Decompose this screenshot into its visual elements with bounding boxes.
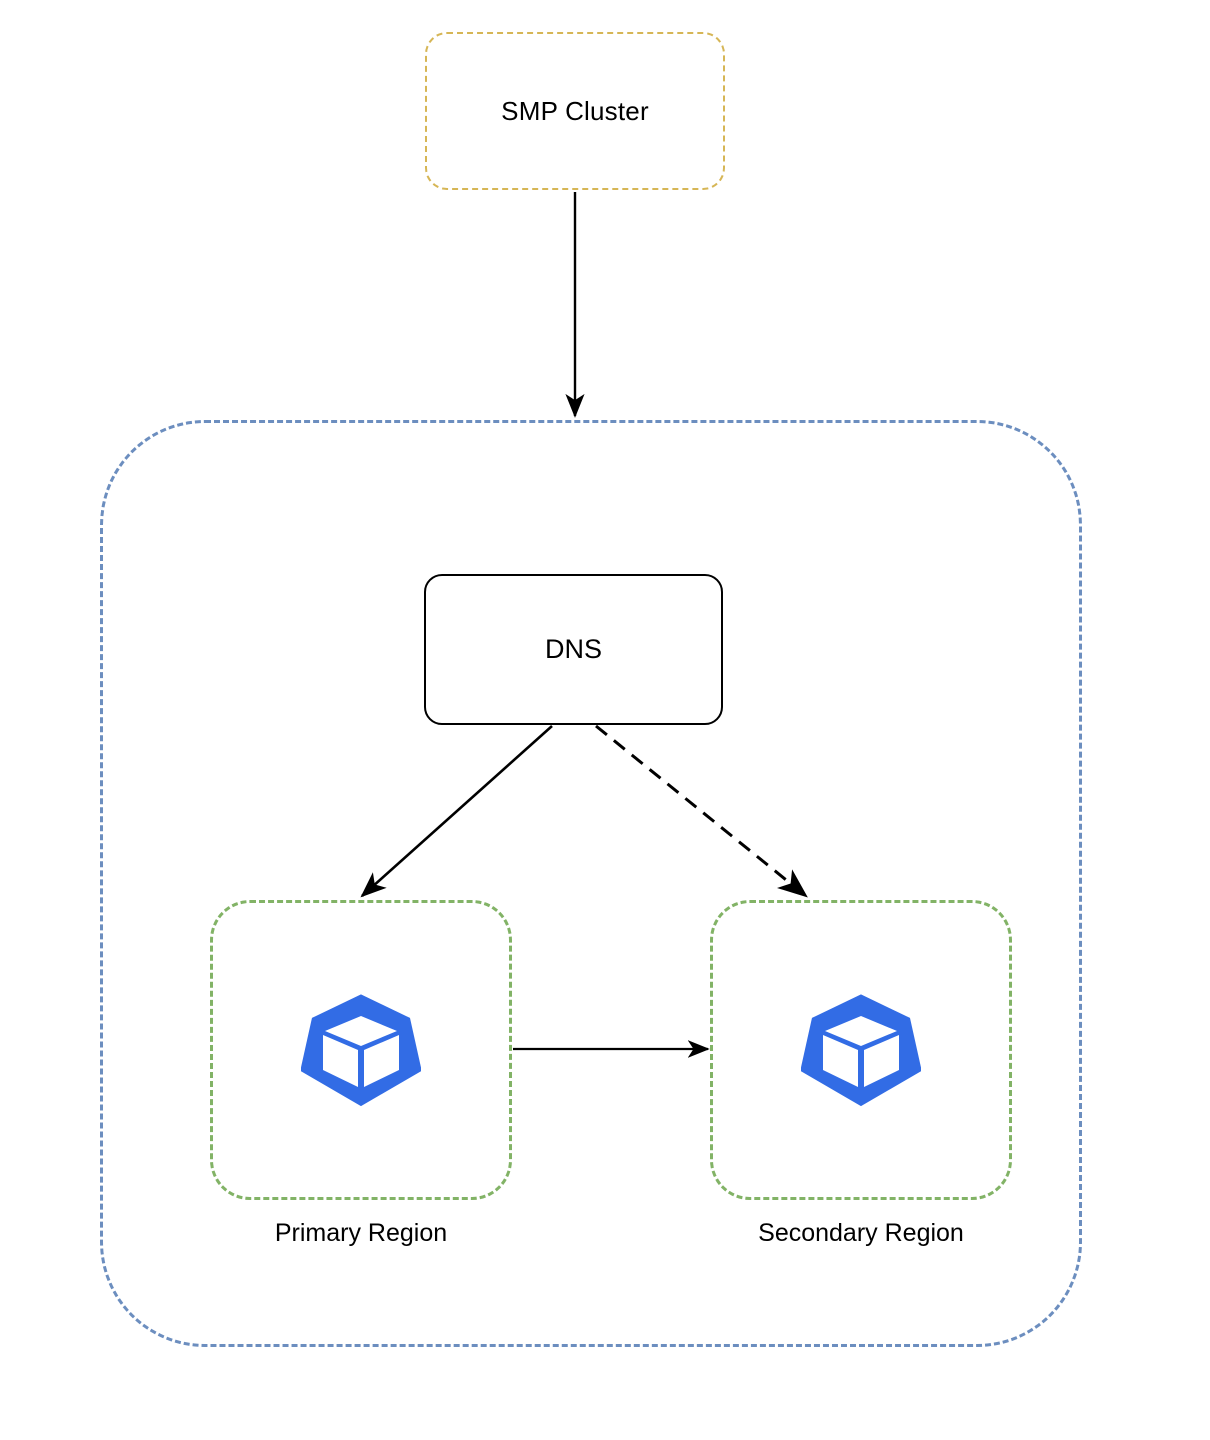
smp-cluster-node[interactable]: SMP Cluster [425,32,725,190]
kubernetes-icon [300,990,422,1110]
secondary-region-container[interactable] [710,900,1012,1200]
primary-region-label: Primary Region [274,1219,448,1247]
dns-node[interactable]: DNS [424,574,723,725]
smp-cluster-label: SMP Cluster [501,95,649,126]
dns-node-label: DNS [544,634,602,664]
primary-region-container[interactable] [210,900,512,1200]
kubernetes-icon [800,990,922,1110]
platform-boundary-container [100,420,1082,1347]
secondary-region-label: Secondary Region [758,1219,964,1247]
